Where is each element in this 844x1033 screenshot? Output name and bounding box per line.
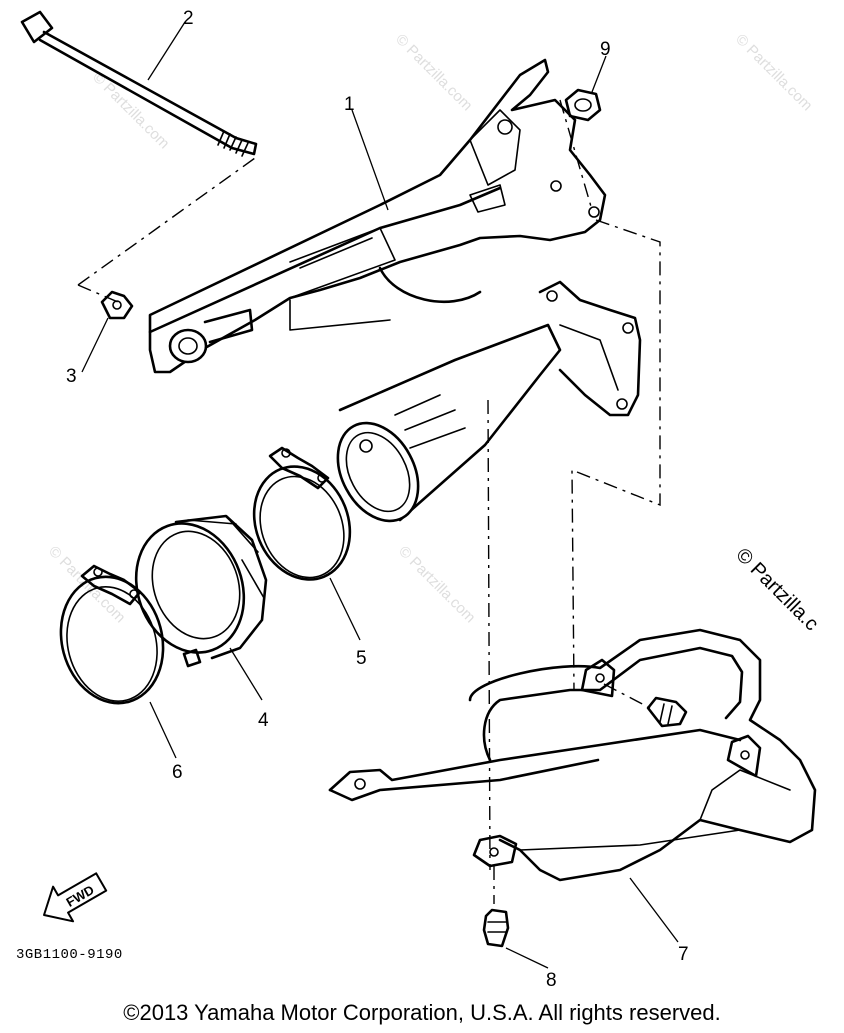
callout-4: 4 [258,710,269,731]
forward-arrow-icon: FWD [43,872,108,923]
clamp-part-5 [252,446,352,581]
callout-8: 8 [546,970,557,991]
boot-part-4 [134,514,268,668]
leader-lines [81,21,679,969]
watermark: © Partzilla.com [45,543,128,626]
callout-6: 6 [172,762,183,783]
copyright-notice: ©2013 Yamaha Motor Corporation, U.S.A. A… [123,1000,721,1025]
watermark: © Partzilla.c [731,544,822,635]
callout-5: 5 [356,648,367,669]
callout-3: 3 [66,366,77,387]
watermark: © Partzilla.com [732,31,815,114]
pivot-bolt-part-2 [20,10,258,157]
bolt-part-8 [482,908,510,948]
parts-diagram: © Partzilla.com © Partzilla.com © Partzi… [16,8,823,991]
callout-7: 7 [678,944,689,965]
callout-labels: 1 2 3 4 5 6 7 8 9 [66,8,689,991]
drawing-code: 3GB1100-9190 [16,947,123,963]
callout-2: 2 [183,8,194,29]
clamp-part-6 [59,564,165,705]
guard-part-7 [328,628,817,882]
swing-arm-part-1 [148,58,642,523]
callout-1: 1 [344,94,355,115]
bolt-fastener [646,696,688,728]
washer-part-3 [100,290,134,320]
nut-part-9 [564,88,602,122]
watermark: © Partzilla.com [395,543,478,626]
watermark: © Partzilla.com [392,31,475,114]
alignment-lines [77,99,661,904]
callout-9: 9 [600,39,611,60]
